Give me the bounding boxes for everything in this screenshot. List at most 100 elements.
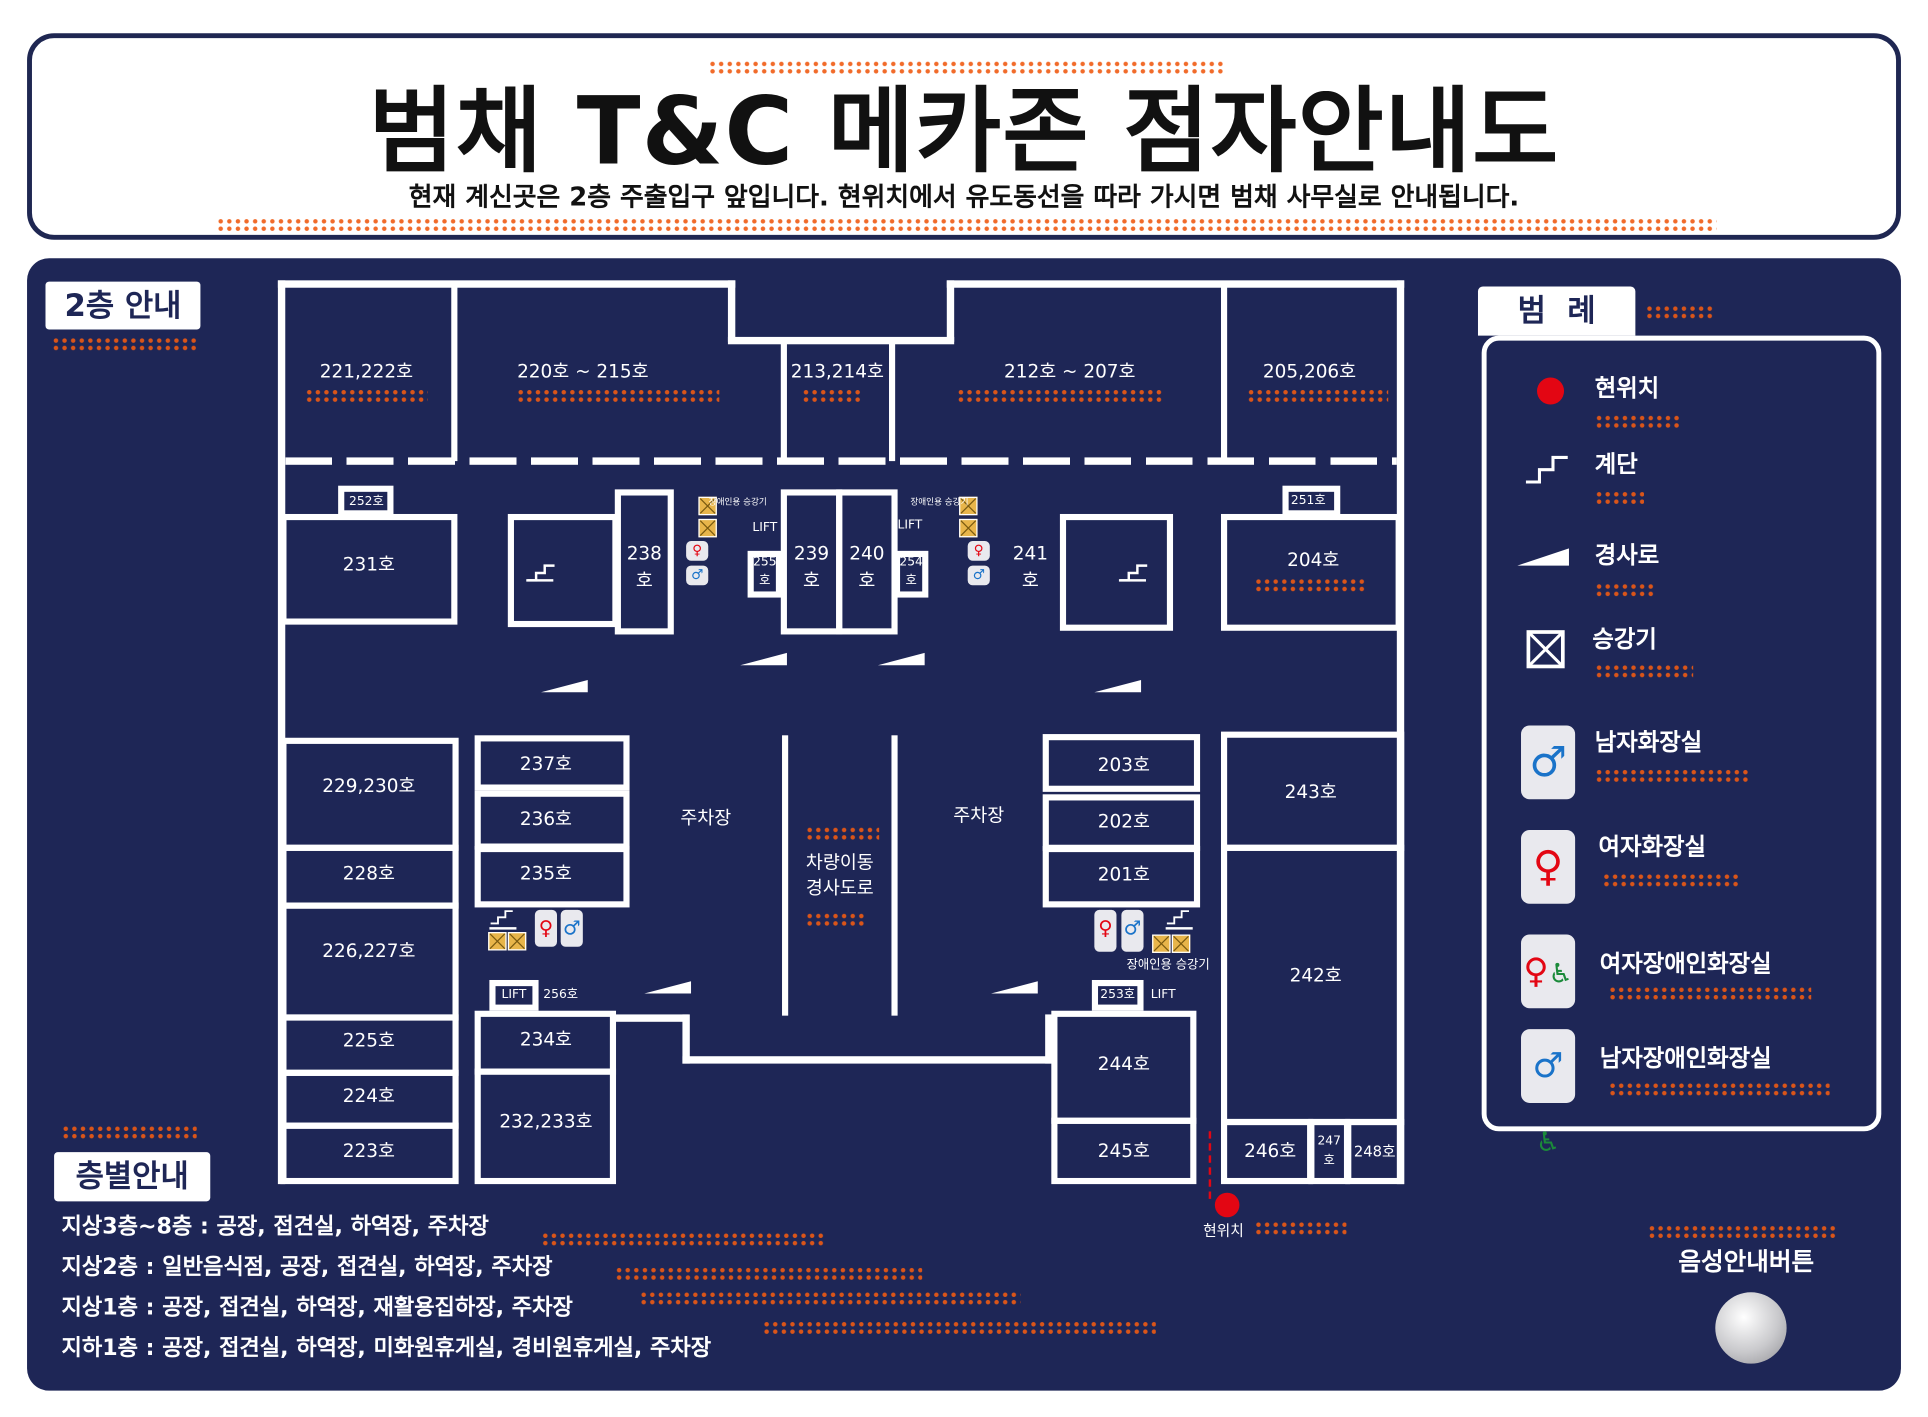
current-location-dot [1214,1192,1240,1218]
room-224: 224호 [342,1084,395,1107]
room-232-233: 232,233호 [499,1110,593,1133]
mens-accessible-restroom-icon: ♂♿ [1521,1029,1576,1158]
elevator-icon [959,518,978,538]
legend-title: 범 례 [1477,286,1636,336]
room-203-box [1042,734,1201,792]
ramp-icon [877,652,925,666]
room-201-box [1042,845,1201,908]
room-231-box [280,513,458,625]
room-247-suffix: 호 [1323,1154,1335,1168]
floor-directory-title: 층별안내 [54,1152,211,1202]
braille-text [516,388,720,404]
floor-tag: 2층 안내 [45,281,201,330]
floor-line: 지하1층 : 공장, 접견실, 하역장, 미화원휴게실, 경비원휴게실, 주차장 [61,1335,712,1362]
room-255: 255 [753,555,777,569]
ramp-icon [644,981,692,994]
elevator-icon [488,932,507,951]
wall [780,341,787,462]
room-243: 243호 [1284,780,1337,804]
parking-right: 주차장 [953,804,1005,827]
legend-mens: 남자화장실 [1594,729,1703,757]
room-226-227: 226,227호 [322,939,416,962]
elevator-icon [1526,630,1565,674]
womens-accessible-restroom-icon: ♀♿ [1521,934,1576,1009]
braille-text [304,388,428,404]
room-245-box [1051,1117,1197,1185]
room-237: 237호 [519,752,573,775]
room-221-222: 221,222호 [319,360,414,383]
braille-text [805,912,867,928]
elevator-icon [698,496,717,516]
wall [277,280,286,1185]
room-256: 256호 [543,988,579,1002]
wall [682,1056,1052,1064]
legend-mens-accessible: 남자장애인화장실 [1599,1045,1772,1073]
audio-guide-button[interactable] [1715,1292,1787,1364]
braille-text [1594,582,1657,598]
room-240: 240 [849,542,885,565]
room-254-suffix: 호 [905,573,917,588]
wall [277,280,736,288]
accessible-elevator-label: 장애인용 승강기 [708,497,767,507]
accessible-elevator-label: 장애인용 승강기 [1126,958,1210,973]
wall [946,280,955,342]
room-238-box [614,489,674,635]
room-251-box [1282,485,1341,517]
map-element [1526,630,1565,669]
map-element [1166,910,1190,925]
room-232-box [474,1068,617,1185]
braille-text [1594,663,1694,679]
room-223-box [280,1122,459,1185]
legend-stairs: 계단 [1594,451,1638,479]
room-223: 223호 [342,1139,395,1163]
legend-current: 현위치 [1594,375,1660,403]
map-element [1527,630,1564,668]
room-252-box [338,485,394,517]
room-201: 201호 [1097,863,1150,886]
room-212-207: 212호 ~ 207호 [1003,360,1136,383]
map-element [1120,564,1148,582]
current-location-dot [1537,377,1565,405]
elevator-icon [507,932,527,951]
room-231: 231호 [342,553,395,576]
stairs-icon [1165,907,1193,930]
current-location-label: 현위치 [1203,1221,1244,1240]
room-252: 252호 [349,495,384,509]
map-element: ♿ [1535,1127,1561,1159]
wall [891,735,898,1016]
room-241: 241 [1012,542,1049,565]
lift-box [489,979,539,1011]
stairs-icon [1525,452,1569,489]
stairs-icon [526,559,555,582]
room-213-214: 213,214호 [790,360,884,383]
room-241-suffix: 호 [1021,569,1039,592]
braille-text [1608,1082,1830,1097]
wall [451,285,458,462]
map-element [1166,910,1190,925]
map-element [527,564,555,582]
legend-ramp: 경사로 [1594,542,1660,570]
womens-restroom-icon: ♀ [1521,829,1576,904]
braille-text [801,388,864,404]
page-title: 범채 T&C 메카존 점자안내도 [368,76,1560,186]
room-248-box [1345,1118,1405,1185]
room-253-box [1091,979,1144,1011]
braille-floor [51,336,197,352]
mens-restroom-icon: ♂ [967,565,990,586]
wall [614,1014,689,1022]
room-251: 251호 [1290,493,1326,508]
braille-text [1647,1224,1839,1240]
audio-guide-label: 음성안내버튼 [1678,1246,1815,1277]
wall [682,1014,690,1064]
braille-text [805,826,880,842]
room-240-suffix: 호 [858,569,876,592]
braille-subtitle [216,217,1717,233]
lift-label: LIFT [1150,988,1176,1002]
lift-label: LIFT [501,988,527,1002]
legend-womens: 여자화장실 [1598,833,1706,861]
braille-title [708,60,1225,76]
elevator-icon [959,496,978,516]
braille-text [1594,414,1681,430]
braille-text [1594,768,1749,784]
room-255-box [747,550,783,598]
